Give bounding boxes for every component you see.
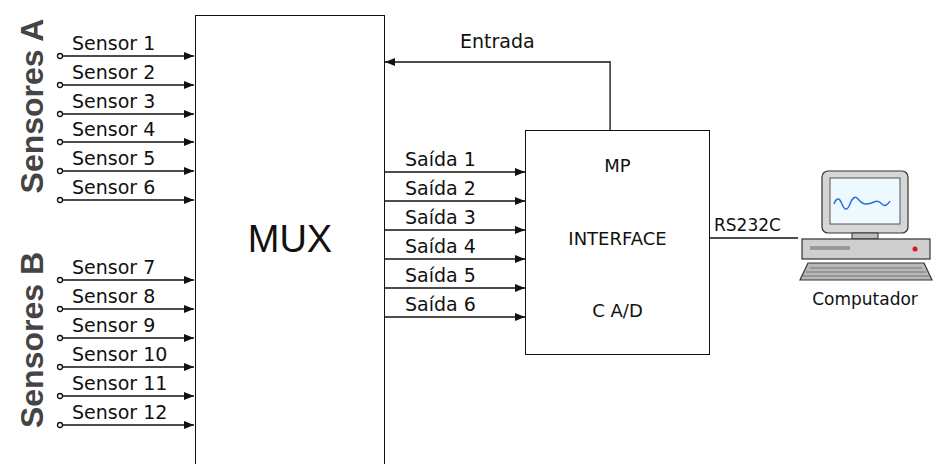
sensor-label: Sensor 10: [72, 343, 167, 365]
cpu-case: [802, 239, 930, 259]
node-text: INTERFACE: [568, 228, 666, 250]
connector: [385, 200, 525, 201]
sensor-label: Sensor 7: [72, 256, 155, 278]
signal-label: Saída 1: [405, 148, 476, 170]
sensor-wire: [63, 366, 195, 367]
sensor-terminal: [58, 336, 63, 341]
connector: [385, 171, 525, 172]
sensor-wire: [63, 279, 195, 280]
connector: [385, 316, 525, 317]
sensor-wire: [63, 170, 195, 171]
group-title: Sensores B: [13, 252, 51, 428]
signal-label: RS232C: [714, 214, 781, 236]
signal-label: Saída 6: [405, 293, 476, 315]
sensor-wire: [63, 84, 195, 85]
connector: [385, 62, 610, 130]
sensor-label: Sensor 8: [72, 285, 155, 307]
sensor-label: Sensor 11: [72, 372, 167, 394]
connector: [710, 237, 798, 238]
sensor-wires: [58, 54, 195, 428]
signal-label: Saída 2: [405, 177, 476, 199]
sensor-wire: [63, 308, 195, 309]
signal-label: Entrada: [460, 30, 535, 52]
sensor-label: Sensor 6: [72, 176, 155, 198]
sensor-terminal: [58, 307, 63, 312]
computer-icon: [800, 171, 932, 280]
sensor-wire: [63, 395, 195, 396]
sensor-terminal: [58, 83, 63, 88]
signal-label: Saída 4: [405, 235, 476, 257]
mux-block: MUX: [195, 15, 385, 464]
sensor-wire: [63, 113, 195, 114]
sensor-label: Sensor 3: [72, 90, 155, 112]
connector: [385, 287, 525, 288]
monitor-stand: [852, 233, 878, 239]
sensor-terminal: [58, 140, 63, 145]
keyboard: [800, 263, 932, 280]
sensor-terminal: [58, 365, 63, 370]
power-led: [913, 247, 918, 252]
drive-slot: [810, 246, 850, 250]
sensor-wire: [63, 141, 195, 142]
node-text: Computador: [812, 289, 918, 309]
connector: [385, 229, 525, 230]
computer-node: Computador: [798, 165, 932, 315]
interface-box: MP INTERFACE C A/D: [525, 130, 710, 355]
sensor-terminal: [58, 278, 63, 283]
sensor-label: Sensor 9: [72, 314, 155, 336]
sensor-wire: [63, 199, 195, 200]
sensor-label: Sensor 4: [72, 118, 155, 140]
monitor-case: [822, 171, 908, 233]
sensor-wire: [63, 424, 195, 425]
sensor-terminal: [58, 394, 63, 399]
sensor-label: Sensor 5: [72, 147, 155, 169]
node-text: MP: [604, 155, 630, 177]
sensor-label: Sensor 2: [72, 61, 155, 83]
sensor-label: Sensor 1: [72, 32, 155, 54]
screen-signal: [834, 197, 890, 209]
monitor-screen: [830, 178, 900, 224]
sensor-wire: [63, 337, 195, 338]
sensor-wire: [63, 55, 195, 56]
group-title: Sensores A: [13, 19, 51, 194]
signal-label: Saída 5: [405, 264, 476, 286]
sensor-terminal: [58, 54, 63, 59]
sensor-terminal: [58, 169, 63, 174]
sensor-terminal: [58, 423, 63, 428]
node-text: MUX: [248, 217, 332, 263]
node-text: C A/D: [592, 300, 643, 322]
sensor-terminal: [58, 198, 63, 203]
connector: [385, 258, 525, 259]
sensor-terminal: [58, 112, 63, 117]
keyboard-keys: [803, 268, 929, 276]
signal-label: Saída 3: [405, 206, 476, 228]
sensor-label: Sensor 12: [72, 401, 167, 423]
